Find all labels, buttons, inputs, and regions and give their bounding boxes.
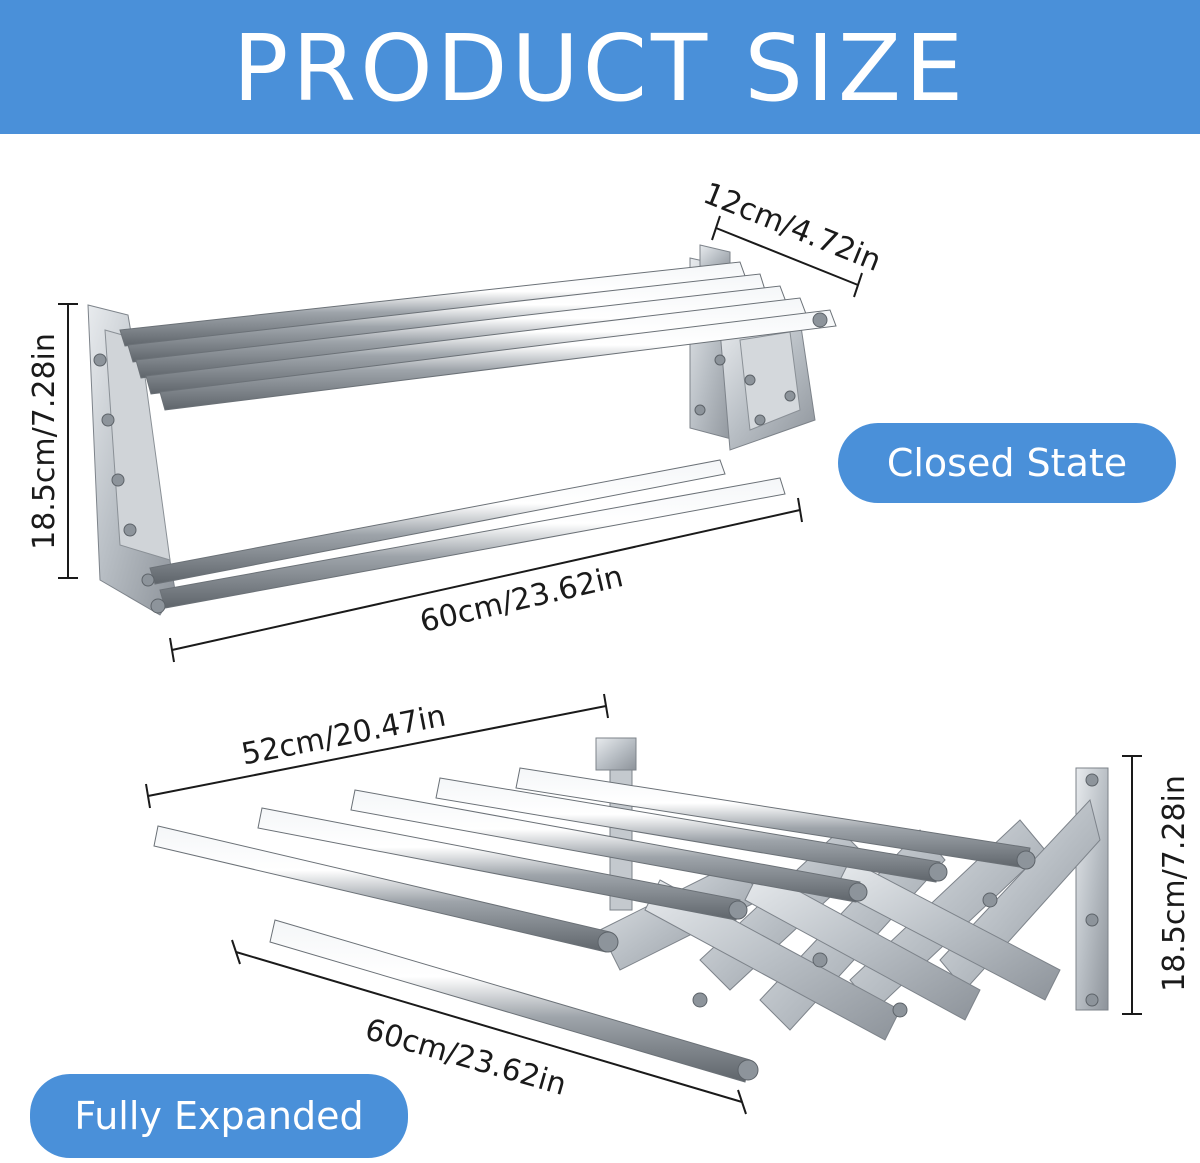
expanded-dimension-lines [145, 693, 1142, 1115]
expanded-rack [153, 737, 1109, 1083]
expanded-height-label: 18.5cm/7.28in [1156, 775, 1192, 992]
closed-dimension-lines [58, 215, 863, 663]
closed-rack [87, 244, 837, 616]
fully-expanded-badge: Fully Expanded [30, 1074, 408, 1158]
page-title: PRODUCT SIZE [232, 15, 968, 122]
closed-state-badge: Closed State [838, 423, 1176, 503]
title-banner: PRODUCT SIZE [0, 0, 1200, 134]
closed-height-label: 18.5cm/7.28in [26, 333, 62, 550]
